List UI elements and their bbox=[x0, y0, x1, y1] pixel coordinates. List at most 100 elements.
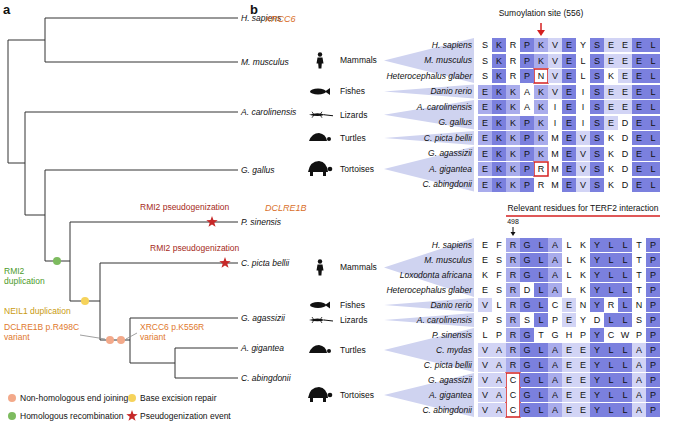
residue-cell: M bbox=[548, 147, 562, 161]
residue-cell: P bbox=[548, 313, 562, 327]
region-bar bbox=[506, 215, 660, 217]
residue-cell: L bbox=[618, 388, 632, 402]
residue-cell: L bbox=[534, 238, 548, 252]
residue-cell: K bbox=[492, 38, 506, 52]
residue-cell: M bbox=[548, 178, 562, 192]
species-name: P. sinensis bbox=[432, 330, 472, 340]
leader-line bbox=[80, 335, 105, 339]
residue-cell: E bbox=[562, 147, 576, 161]
residue-cell: S bbox=[520, 313, 534, 327]
residue-cell: E bbox=[618, 85, 632, 99]
residue-cell: E bbox=[562, 54, 576, 68]
residue-cell: E bbox=[632, 100, 646, 114]
residue-cell: K bbox=[604, 69, 618, 83]
residue-cell: L bbox=[534, 283, 548, 297]
species-name: Loxodonta africana bbox=[400, 270, 472, 280]
species-name: G. agassizii bbox=[241, 313, 285, 323]
residue-cell: A bbox=[520, 100, 534, 114]
residue-cell: S bbox=[590, 100, 604, 114]
residue-cell: L bbox=[646, 69, 660, 83]
residue-cell: N bbox=[534, 69, 548, 83]
residue-cell: P bbox=[520, 69, 534, 83]
residue-cell: A bbox=[492, 403, 506, 417]
residue-cell: V bbox=[478, 343, 492, 357]
residue-cell: K bbox=[492, 178, 506, 192]
residue-cell: E bbox=[478, 283, 492, 297]
residue-cell: P bbox=[520, 147, 534, 161]
residue-cell: R bbox=[506, 238, 520, 252]
species-name: C. picta bellii bbox=[424, 133, 472, 143]
group-name: Turtles bbox=[340, 345, 366, 355]
residue-cell: E bbox=[562, 100, 576, 114]
residue-arrow-head bbox=[511, 232, 516, 236]
residue-cell: A bbox=[520, 85, 534, 99]
site-arrow bbox=[540, 23, 542, 31]
residue-cell: V bbox=[548, 85, 562, 99]
residue-cell: P bbox=[646, 403, 660, 417]
residue-cell: E bbox=[576, 373, 590, 387]
residue-cell: L bbox=[576, 54, 590, 68]
species-name: C. abingdonii bbox=[422, 179, 472, 189]
event-dot bbox=[106, 336, 114, 344]
residue-cell: Y bbox=[590, 298, 604, 312]
residue-cell: K bbox=[576, 253, 590, 267]
residue-cell: S bbox=[590, 69, 604, 83]
residue-cell: I bbox=[576, 116, 590, 130]
legend-text: Pseudogenization event bbox=[140, 411, 231, 421]
residue-cell: H bbox=[562, 328, 576, 342]
residue-cell: E bbox=[632, 131, 646, 145]
residue-cell: P bbox=[646, 313, 660, 327]
residue-cell: L bbox=[604, 238, 618, 252]
residue-cell: V bbox=[576, 162, 590, 176]
residue-cell: A bbox=[548, 373, 562, 387]
residue-cell: A bbox=[632, 403, 646, 417]
residue-cell: D bbox=[590, 313, 604, 327]
residue-cell: P bbox=[646, 373, 660, 387]
event-note: RMI2 pseudogenization bbox=[150, 243, 239, 253]
residue-cell: E bbox=[632, 69, 646, 83]
residue-cell: G bbox=[520, 403, 534, 417]
residue-cell: A bbox=[548, 358, 562, 372]
residue-cell: L bbox=[604, 313, 618, 327]
leader-line bbox=[126, 333, 137, 339]
residue-cell: E bbox=[562, 403, 576, 417]
residue-cell: E bbox=[562, 313, 576, 327]
residue-cell: L bbox=[562, 283, 576, 297]
residue-cell: P bbox=[646, 388, 660, 402]
residue-cell: L bbox=[646, 38, 660, 52]
species-name: M. musculus bbox=[241, 57, 289, 67]
residue-arrow bbox=[513, 227, 514, 232]
residue-cell: K bbox=[604, 162, 618, 176]
residue-number: 498 bbox=[507, 218, 519, 226]
species-name: C. mydas bbox=[436, 345, 472, 355]
residue-cell: R bbox=[506, 298, 520, 312]
residue-cell: L bbox=[618, 253, 632, 267]
species-name: H. sapiens bbox=[432, 240, 472, 250]
species-name: G. agassizii bbox=[428, 375, 472, 385]
residue-cell: C bbox=[604, 328, 618, 342]
event-note: RMI2 pseudogenization bbox=[140, 202, 229, 212]
residue-cell: L bbox=[562, 253, 576, 267]
residue-cell: R bbox=[506, 313, 520, 327]
species-name: Danio rerio bbox=[430, 86, 472, 96]
group-name: Mammals bbox=[340, 262, 377, 272]
pseudogene-star bbox=[206, 216, 217, 227]
residue-cell: E bbox=[478, 116, 492, 130]
residue-cell: V bbox=[548, 54, 562, 68]
residue-cell: P bbox=[646, 283, 660, 297]
residue-cell: V bbox=[548, 38, 562, 52]
residue-cell: M bbox=[548, 162, 562, 176]
residue-cell: S bbox=[590, 178, 604, 192]
residue-cell: K bbox=[534, 131, 548, 145]
residue-cell: E bbox=[478, 85, 492, 99]
residue-cell: R bbox=[506, 69, 520, 83]
residue-cell: E bbox=[632, 116, 646, 130]
residue-cell: A bbox=[632, 358, 646, 372]
residue-cell: R bbox=[506, 253, 520, 267]
residue-cell: G bbox=[520, 253, 534, 267]
residue-cell: E bbox=[562, 178, 576, 192]
group-name: Fishes bbox=[340, 300, 365, 310]
residue-cell: K bbox=[534, 54, 548, 68]
residue-cell: I bbox=[576, 100, 590, 114]
residue-cell: L bbox=[604, 373, 618, 387]
